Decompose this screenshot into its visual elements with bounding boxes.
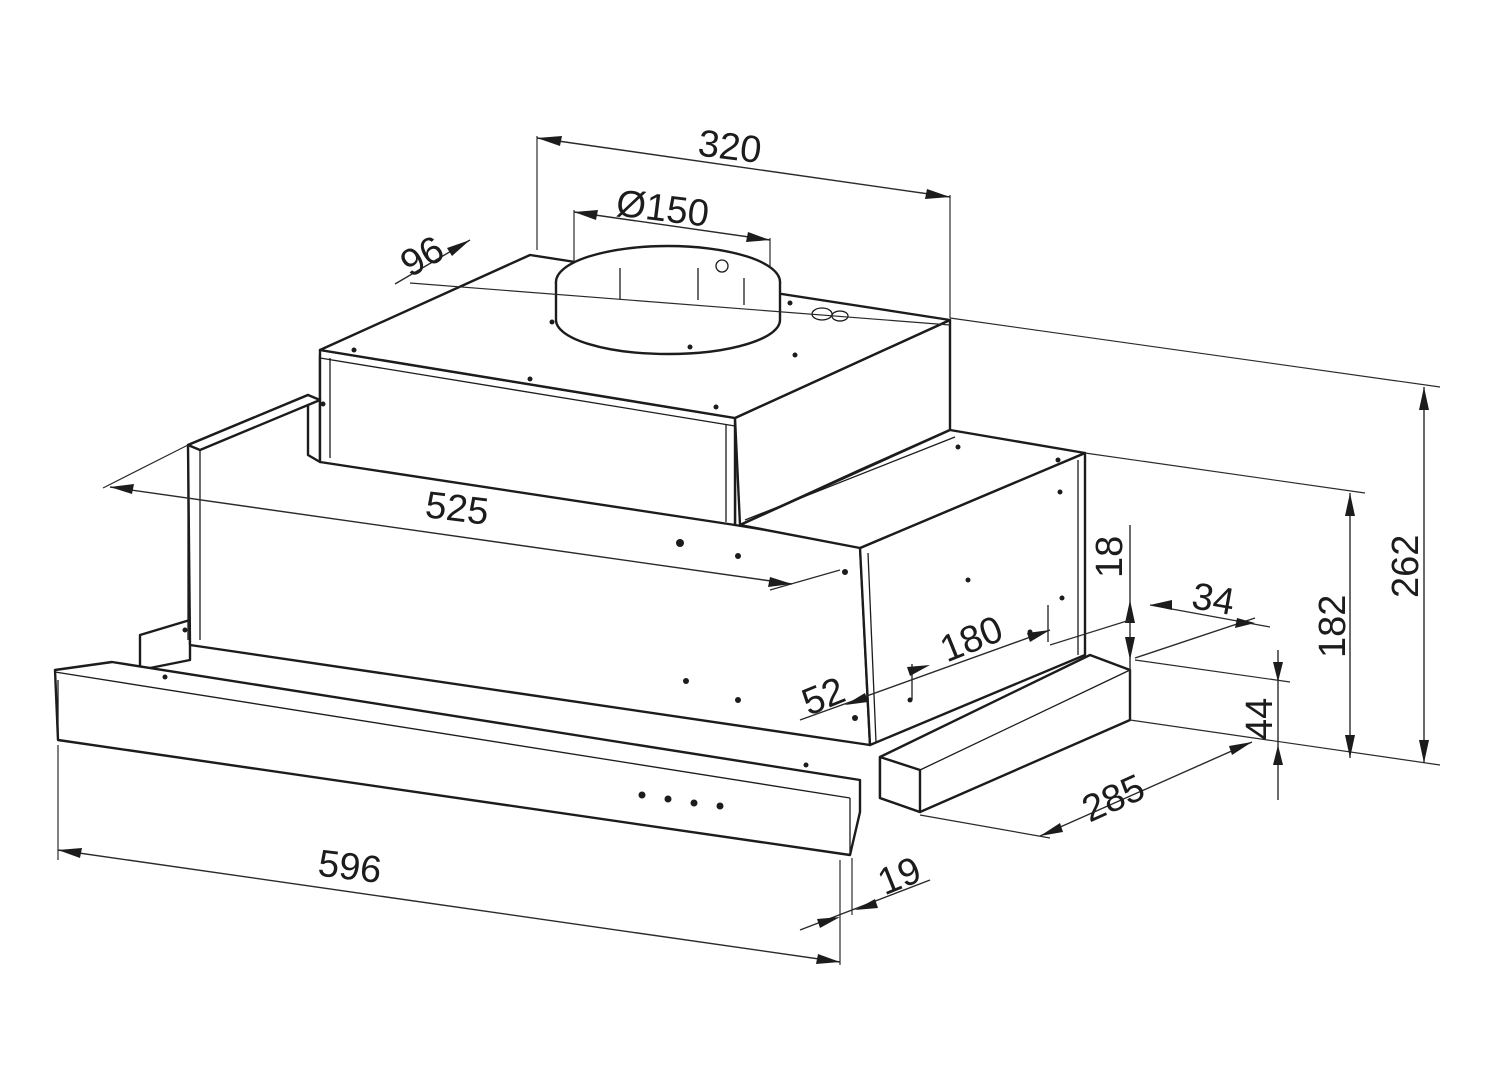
screw-holes [162, 300, 1065, 721]
dim-34: 34 [1189, 575, 1238, 624]
control-buttons [638, 762, 809, 810]
dim-285: 285 [1076, 767, 1151, 831]
dim-182: 182 [1312, 595, 1354, 658]
dim-19: 19 [872, 849, 927, 904]
dim-320: 320 [696, 123, 764, 172]
hood-body [53, 244, 1132, 857]
dim-44: 44 [1239, 698, 1281, 740]
dim-525: 525 [423, 484, 491, 533]
dim-262: 262 [1385, 535, 1427, 598]
dim-96: 96 [394, 228, 452, 286]
dim-18: 18 [1089, 536, 1131, 578]
dim-596: 596 [316, 843, 384, 892]
dimension-lines [57, 136, 1441, 965]
dim-diameter-150: Ø150 [614, 183, 711, 236]
